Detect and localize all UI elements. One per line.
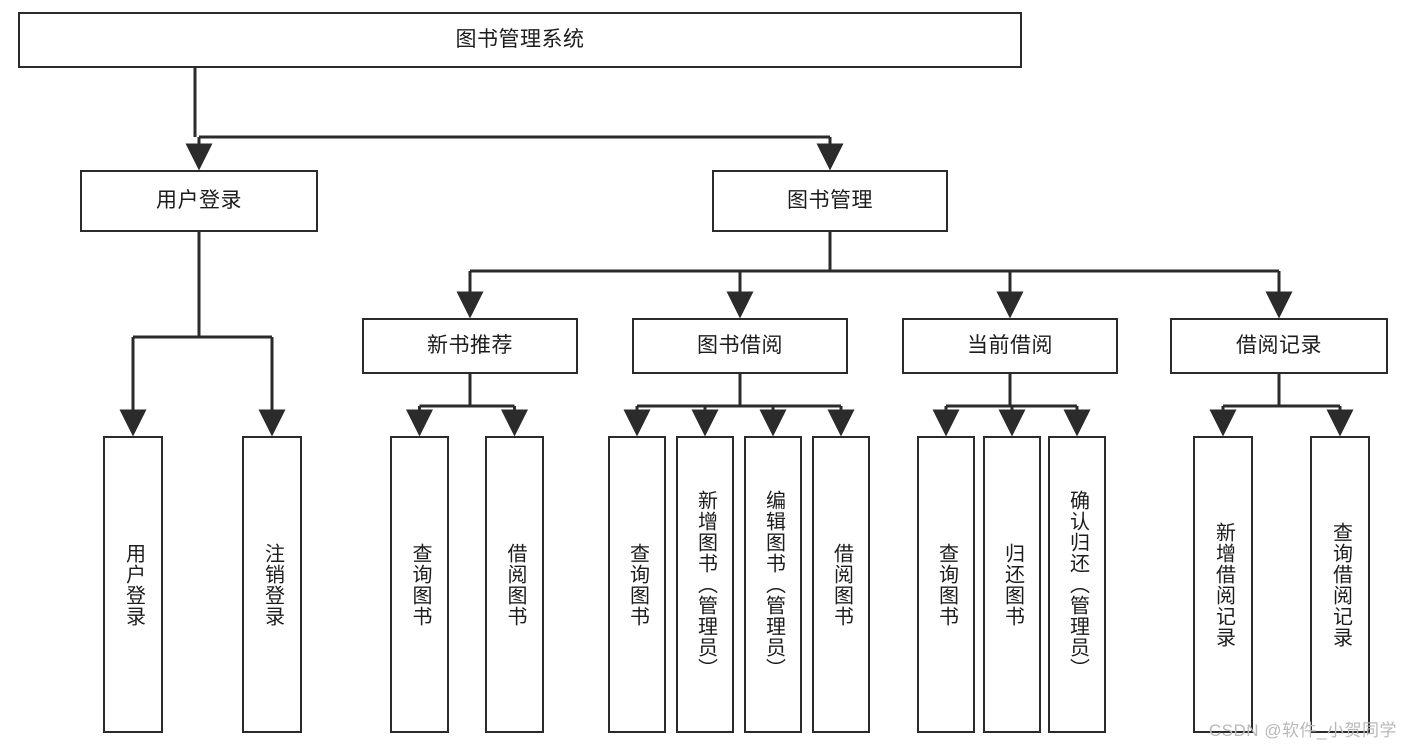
level2-node-1[interactable]: 图书借阅 (632, 318, 848, 374)
leaf-node-7[interactable]: 借阅图书 (812, 436, 870, 733)
leaf-node-10[interactable]: 确认归还（管理员） (1048, 436, 1106, 733)
level2-node-3-label: 借阅记录 (1236, 333, 1322, 357)
leaf-node-2[interactable]: 查询图书 (390, 436, 449, 733)
leaf-node-12-label: 查询借阅记录 (1329, 521, 1352, 648)
leaf-node-5-label: 新增图书（管理员） (694, 490, 717, 679)
leaf-node-11-label: 新增借阅记录 (1212, 521, 1235, 648)
root-node[interactable]: 图书管理系统 (18, 12, 1022, 68)
level2-node-0[interactable]: 新书推荐 (362, 318, 578, 374)
leaf-node-4[interactable]: 查询图书 (608, 436, 666, 733)
level2-node-0-label: 新书推荐 (427, 333, 513, 357)
leaf-node-8-label: 查询图书 (935, 542, 958, 627)
leaf-node-12[interactable]: 查询借阅记录 (1310, 436, 1370, 733)
level2-node-2-label: 当前借阅 (967, 333, 1053, 357)
leaf-node-7-label: 借阅图书 (830, 542, 853, 627)
root-node-label: 图书管理系统 (455, 27, 585, 51)
leaf-node-3[interactable]: 借阅图书 (485, 436, 544, 733)
level2-node-2[interactable]: 当前借阅 (902, 318, 1118, 374)
leaf-node-6[interactable]: 编辑图书（管理员） (744, 436, 802, 733)
watermark: CSDN @软件_小贺同学 (1208, 721, 1397, 740)
leaf-node-1-label: 注销登录 (261, 542, 284, 627)
leaf-node-9[interactable]: 归还图书 (983, 436, 1041, 733)
level1-node-1[interactable]: 图书管理 (712, 170, 948, 232)
level1-node-0[interactable]: 用户登录 (80, 170, 318, 232)
edge-paths (119, 68, 1354, 437)
leaf-node-3-label: 借阅图书 (504, 542, 526, 627)
leaf-node-4-label: 查询图书 (626, 542, 649, 627)
level2-node-3[interactable]: 借阅记录 (1170, 318, 1388, 374)
leaf-node-0[interactable]: 用户登录 (103, 436, 163, 733)
leaf-node-2-label: 查询图书 (409, 542, 431, 627)
leaf-node-1[interactable]: 注销登录 (242, 436, 302, 733)
leaf-node-9-label: 归还图书 (1001, 542, 1024, 627)
leaf-node-10-label: 确认归还（管理员） (1066, 490, 1089, 679)
leaf-node-8[interactable]: 查询图书 (917, 436, 975, 733)
level2-node-1-label: 图书借阅 (697, 333, 783, 357)
leaf-node-5[interactable]: 新增图书（管理员） (676, 436, 734, 733)
level1-node-1-label: 图书管理 (787, 188, 873, 212)
leaf-node-0-label: 用户登录 (122, 542, 145, 627)
leaf-node-6-label: 编辑图书（管理员） (762, 490, 785, 679)
leaf-node-11[interactable]: 新增借阅记录 (1193, 436, 1253, 733)
level1-node-0-label: 用户登录 (156, 188, 242, 212)
